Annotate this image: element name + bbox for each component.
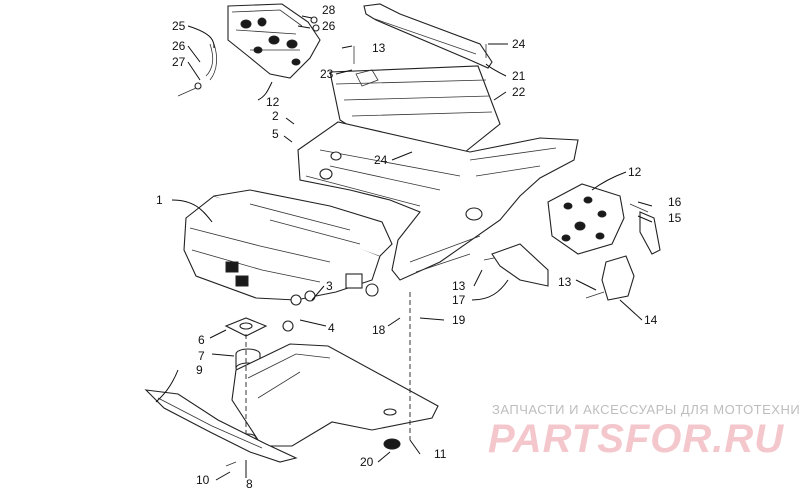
- callout-12-rear: 12: [628, 165, 642, 179]
- callout-labels: 1 2 3 4 5 6 7 8 9 10 11 12 12 13 13 13 1…: [156, 3, 682, 491]
- callout-20: 20: [360, 455, 374, 469]
- callout-5: 5: [272, 127, 279, 141]
- callout-9: 9: [196, 363, 203, 377]
- callout-18: 18: [372, 323, 386, 337]
- callout-26-left: 26: [172, 39, 186, 53]
- watermark: ЗАПЧАСТИ И АКСЕССУАРЫ ДЛЯ МОТОТЕХНИКИ PA…: [488, 402, 800, 461]
- callout-13-mid: 13: [452, 279, 466, 293]
- callout-19: 19: [452, 313, 466, 327]
- callout-10: 10: [196, 473, 210, 487]
- watermark-logo: PARTSFOR.RU: [488, 417, 784, 461]
- callout-6: 6: [198, 333, 205, 347]
- callout-22: 22: [512, 85, 526, 99]
- callout-21: 21: [512, 69, 526, 83]
- callout-7: 7: [198, 349, 205, 363]
- callout-17: 17: [452, 293, 466, 307]
- callout-24-mid: 24: [374, 153, 388, 167]
- callout-8: 8: [246, 477, 253, 491]
- callout-15: 15: [668, 211, 682, 225]
- belly-pan: [231, 292, 439, 450]
- callout-26-top: 26: [322, 19, 336, 33]
- chassis-tunnel: [297, 121, 579, 281]
- callout-25: 25: [172, 19, 186, 33]
- leader-lines: [155, 15, 653, 481]
- callout-13-right: 13: [558, 275, 572, 289]
- callout-28: 28: [322, 3, 336, 17]
- callout-11: 11: [434, 447, 447, 461]
- callout-1: 1: [156, 193, 163, 207]
- callout-13-top: 13: [372, 41, 386, 55]
- callout-3: 3: [326, 279, 333, 293]
- callout-4: 4: [328, 321, 335, 335]
- skid-plate: [144, 389, 298, 467]
- callout-16: 16: [668, 195, 682, 209]
- front-bulkhead: [183, 189, 393, 332]
- callout-24-top: 24: [512, 37, 526, 51]
- callout-27: 27: [172, 55, 186, 69]
- rear-bracket: [547, 183, 661, 255]
- side-brackets: [483, 243, 635, 301]
- watermark-tagline: ЗАПЧАСТИ И АКСЕССУАРЫ ДЛЯ МОТОТЕХНИКИ: [492, 402, 800, 417]
- callout-12-upper: 12: [266, 95, 280, 109]
- callout-14: 14: [644, 313, 658, 327]
- callout-2: 2: [272, 109, 279, 123]
- callout-23: 23: [320, 67, 334, 81]
- front-bracket-upper: [177, 3, 321, 97]
